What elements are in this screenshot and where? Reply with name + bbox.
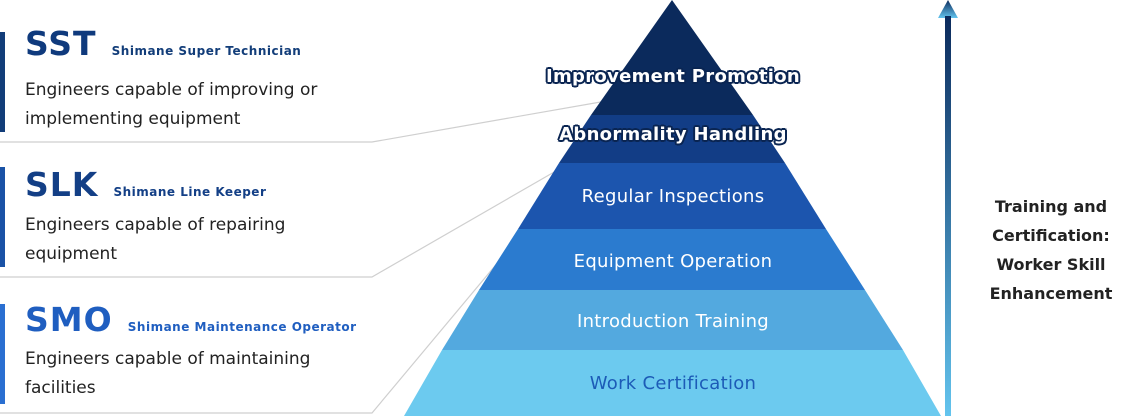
level-full-name: Shimane Maintenance Operator <box>127 320 357 334</box>
connector-line-sst <box>0 99 613 143</box>
pyramid-tier-work-certification <box>404 350 941 416</box>
arrow-shaft <box>945 16 951 416</box>
tier-label-introduction-training: Introduction Training <box>576 311 770 332</box>
level-sst: SST Shimane Super Technician Engineers c… <box>0 24 380 144</box>
level-smo: SMO Shimane Maintenance Operator Enginee… <box>0 300 380 418</box>
level-heading: SST Shimane Super Technician <box>25 24 301 63</box>
level-heading: SMO Shimane Maintenance Operator <box>25 300 357 339</box>
tier-label-improvement-promotion: Improvement Promotion <box>546 66 800 87</box>
level-full-name: Shimane Super Technician <box>111 44 302 58</box>
level-abbr: SST <box>25 24 97 63</box>
level-abbr: SLK <box>25 165 99 204</box>
connector-line-smo <box>0 217 536 414</box>
level-accent-bar <box>0 32 5 132</box>
tier-label-work-certification: Work Certification <box>589 373 757 394</box>
side-label-training-certification: Training and Certification: Worker Skill… <box>989 197 1113 303</box>
pyramid-tier-introduction-training <box>442 290 903 350</box>
tier-label-abnormality-handling: Abnormality Handling <box>559 124 787 145</box>
level-description: Engineers capable of maintaining facilit… <box>25 349 311 398</box>
arrow-head <box>938 0 958 18</box>
pyramid-tier-equipment-operation <box>479 229 865 290</box>
level-slk: SLK Shimane Line Keeper Engineers capabl… <box>0 165 380 277</box>
skill-enhancement-arrow <box>938 0 958 416</box>
level-accent-bar <box>0 167 5 267</box>
level-accent-bar <box>0 304 5 404</box>
tier-label-regular-inspections: Regular Inspections <box>581 186 765 207</box>
pyramid-tier-improvement-promotion <box>591 0 753 115</box>
level-description: Engineers capable of improving or implem… <box>25 80 318 129</box>
pyramid-tier-abnormality-handling <box>559 115 785 163</box>
level-full-name: Shimane Line Keeper <box>113 185 267 199</box>
tier-label-equipment-operation: Equipment Operation <box>573 251 773 272</box>
level-description: Engineers capable of repairing equipment <box>25 215 286 264</box>
level-heading: SLK Shimane Line Keeper <box>25 165 266 204</box>
pyramid-tier-regular-inspections <box>518 163 826 229</box>
level-abbr: SMO <box>25 300 113 339</box>
connector-line-slk <box>0 159 576 278</box>
